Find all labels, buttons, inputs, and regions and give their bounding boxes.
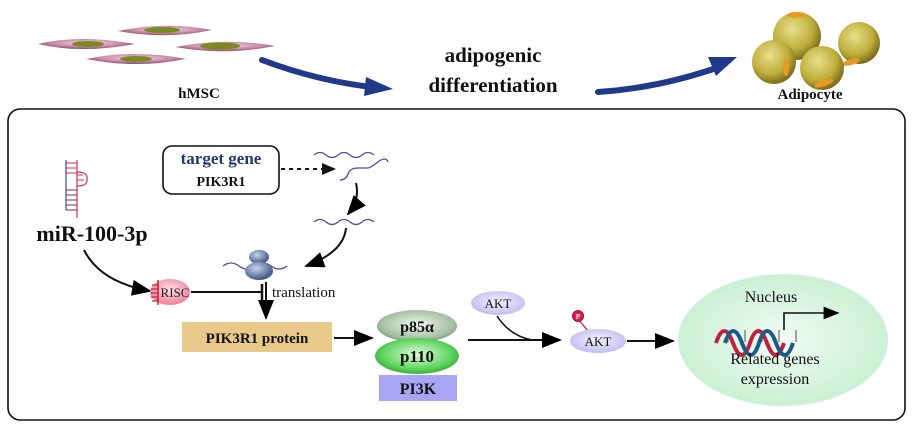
pi3k-label: PI3K <box>400 381 437 398</box>
p85-subunit <box>377 310 457 342</box>
translation-label: translation <box>272 285 336 301</box>
dna-helix-icon <box>714 329 797 357</box>
transcription-start-arrow <box>783 306 840 330</box>
phosphate-icon <box>572 310 584 322</box>
hmsc-label: hMSC <box>178 86 220 102</box>
adipocyte-cells-icon <box>752 12 880 90</box>
phospho-akt-label: AKT <box>585 334 612 349</box>
target-gene-title: target gene <box>181 149 262 168</box>
transcription-arrowhead <box>322 163 336 175</box>
mirna-to-risc-arrow <box>83 249 152 296</box>
genes-label-line2: expression <box>741 371 809 388</box>
akt-label: AKT <box>485 296 512 311</box>
risc-label: RISC <box>161 285 190 300</box>
pi3k-box <box>379 375 457 401</box>
ribosome-icon <box>222 250 288 280</box>
process-label-line2: differentiation <box>428 73 557 97</box>
p110-subunit <box>375 338 459 374</box>
mirna-label: miR-100-3p <box>36 221 147 246</box>
hmsc-cells-icon <box>38 25 275 64</box>
pathway-frame <box>7 108 906 421</box>
risc-complex <box>150 279 190 305</box>
pik3r1-protein-label: PIK3R1 protein <box>206 331 309 347</box>
mrna-to-ribosome-arrow <box>304 227 347 268</box>
target-gene-box <box>162 145 280 195</box>
p110-label: p110 <box>400 347 434 366</box>
process-label-line1: adipogenic <box>445 43 542 67</box>
mirna-hairpin-icon <box>65 160 88 218</box>
phosphate-label: P <box>576 313 581 321</box>
differentiation-arrow-right <box>595 57 737 95</box>
mrna-strands-icon <box>313 151 389 226</box>
p85-label: p85α <box>400 319 434 336</box>
akt-protein <box>471 291 525 315</box>
akt-join-line <box>496 315 533 341</box>
adipocyte-label: Adipocyte <box>778 87 843 103</box>
nucleus-label: Nucleus <box>745 289 797 306</box>
mrna-processing-arrow <box>346 182 366 216</box>
pik3r1-protein-box <box>182 322 332 352</box>
target-gene-name: PIK3R1 <box>197 175 246 190</box>
genes-label-line1: Related genes <box>730 351 819 368</box>
phospho-akt-protein <box>570 329 626 353</box>
differentiation-arrow-left <box>259 57 393 96</box>
